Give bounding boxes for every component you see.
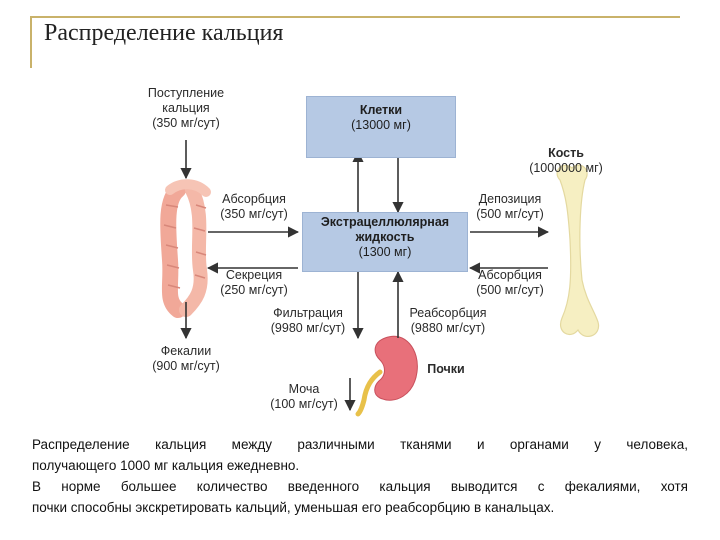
bone-label: Кость(1000000 мг) bbox=[529, 146, 603, 175]
deposition-label: Депозиция(500 мг/сут) bbox=[476, 192, 544, 221]
figure-caption: Распределение кальция между различными т… bbox=[32, 434, 688, 518]
caption-line-3: В норме большее количество введенного ка… bbox=[32, 479, 688, 494]
caption-line-2: получающего 1000 мг кальция ежедневно. bbox=[32, 458, 300, 473]
title-frame bbox=[30, 16, 680, 68]
ecf-amount: (1300 мг) bbox=[358, 245, 412, 259]
gut-secretion-label: Секреция(250 мг/сут) bbox=[220, 268, 288, 297]
bone-absorption-label: Абсорбция(500 мг/сут) bbox=[476, 268, 544, 297]
page-title: Распределение кальция bbox=[44, 20, 284, 46]
reabsorption-label: Реабсорбция(9880 мг/сут) bbox=[409, 306, 487, 335]
feces-label: Фекалии(900 мг/сут) bbox=[152, 344, 220, 373]
urine-label: Моча(100 мг/сут) bbox=[270, 382, 338, 411]
calcium-diagram bbox=[160, 140, 600, 417]
intestine-illustration bbox=[160, 179, 211, 318]
kidneys-label: Почки bbox=[427, 362, 465, 376]
kidney-illustration bbox=[355, 335, 418, 417]
ecf-box: Экстрацеллюлярная жидкость (1300 мг) bbox=[302, 212, 468, 272]
flow-arrows bbox=[180, 140, 550, 412]
ecf-name-line1: Экстрацеллюлярная bbox=[320, 215, 450, 229]
bone-illustration bbox=[556, 164, 600, 338]
caption-line-4: почки способны экскретировать кальций, у… bbox=[32, 500, 555, 515]
cells-amount: (13000 мг) bbox=[351, 118, 411, 132]
gut-absorption-label: Абсорбция(350 мг/сут) bbox=[220, 192, 288, 221]
cells-name: Клетки bbox=[359, 103, 403, 117]
cells-box: Клетки (13000 мг) bbox=[306, 96, 456, 158]
caption-line-1: Распределение кальция между различными т… bbox=[32, 437, 688, 452]
filtration-label: Фильтрация(9980 мг/сут) bbox=[270, 306, 346, 335]
ecf-name-line2: жидкость bbox=[355, 230, 415, 244]
